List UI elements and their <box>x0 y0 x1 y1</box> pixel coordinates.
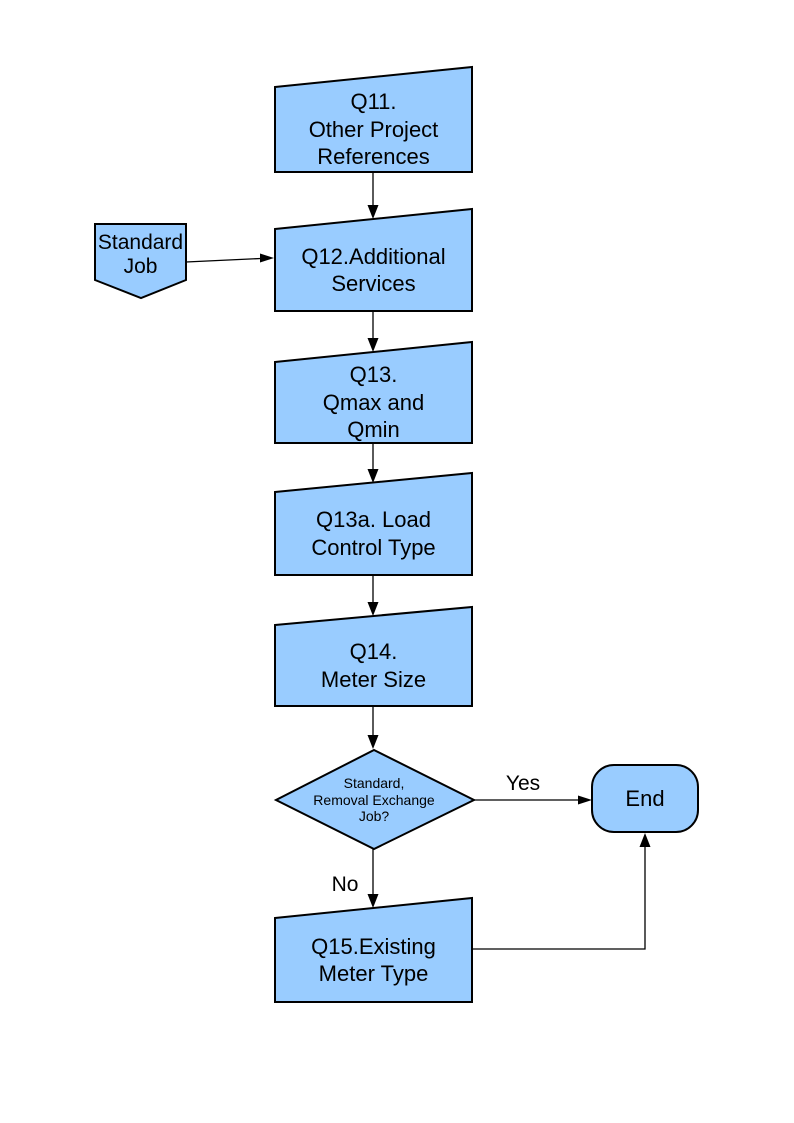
edge-standard-job-to-q12 <box>185 253 274 263</box>
arrowhead-right <box>578 795 592 805</box>
arrowhead-up <box>639 833 651 847</box>
decision-diamond-shape <box>273 748 477 851</box>
edge-q13-to-q13a <box>367 443 379 483</box>
edge-q13a-to-q14 <box>367 575 379 616</box>
arrowhead-down <box>367 735 379 749</box>
arrowhead-right <box>260 253 274 263</box>
edge-standard-job-to-q12-line <box>185 257 262 263</box>
q13-node-shape <box>274 340 473 444</box>
end-terminator-shape <box>591 764 699 833</box>
q15-node-shape <box>274 896 473 1003</box>
q14-node-shape <box>274 605 473 707</box>
q12-node-shape <box>274 207 473 312</box>
edge-decision-yes-to-end <box>474 795 592 805</box>
arrowhead-down <box>367 205 379 219</box>
arrowhead-down <box>367 894 379 908</box>
edge-q14-to-decision <box>367 706 379 749</box>
arrowhead-down <box>367 602 379 616</box>
arrowhead-down <box>367 338 379 352</box>
edge-decision-no-to-q15 <box>367 849 379 908</box>
q11-node-shape <box>274 65 473 173</box>
edge-q15-to-end-line <box>472 846 646 950</box>
edge-q11-to-q12 <box>367 172 379 219</box>
q13a-node-shape <box>274 471 473 576</box>
edge-q15-to-end <box>472 833 651 950</box>
arrowhead-down <box>367 469 379 483</box>
edge-q12-to-q13 <box>367 311 379 352</box>
standard-job-connector-shape <box>94 223 187 300</box>
